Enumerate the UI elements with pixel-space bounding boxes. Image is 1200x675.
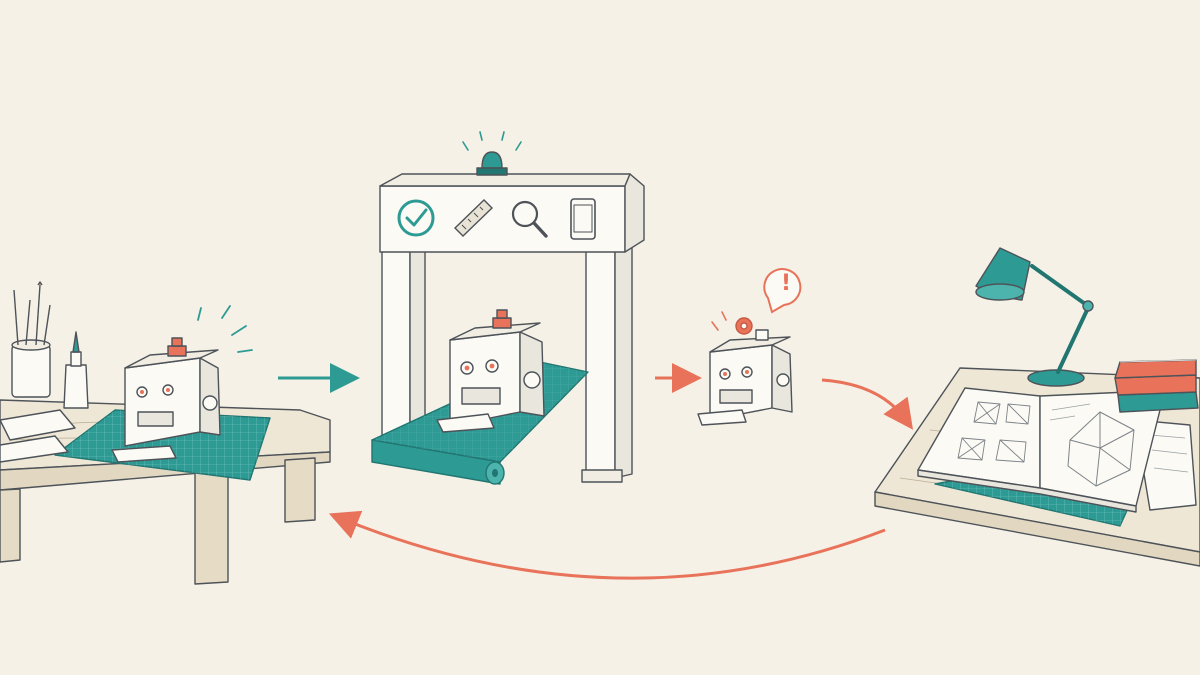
magnifier-icon [511,200,548,238]
smartphone-icon [570,198,596,240]
ruler-icon [454,199,493,237]
check-circle-icon [397,199,435,237]
prototype-machine [111,305,253,463]
inspection-gate [379,131,645,483]
feedback-arrow-return [328,510,886,580]
desk-lamp [975,247,1094,387]
book-stack [1114,359,1199,413]
machine-under-inspection [436,309,545,433]
prototype-workbench [0,281,331,585]
alert-exclamation: ! [781,271,791,296]
flagged-unit [697,311,793,426]
gate-icon-row [397,198,596,240]
alert-bubble: ! [763,268,802,314]
sketchbook [917,387,1161,513]
flow-arrow-to-desk [821,378,914,430]
